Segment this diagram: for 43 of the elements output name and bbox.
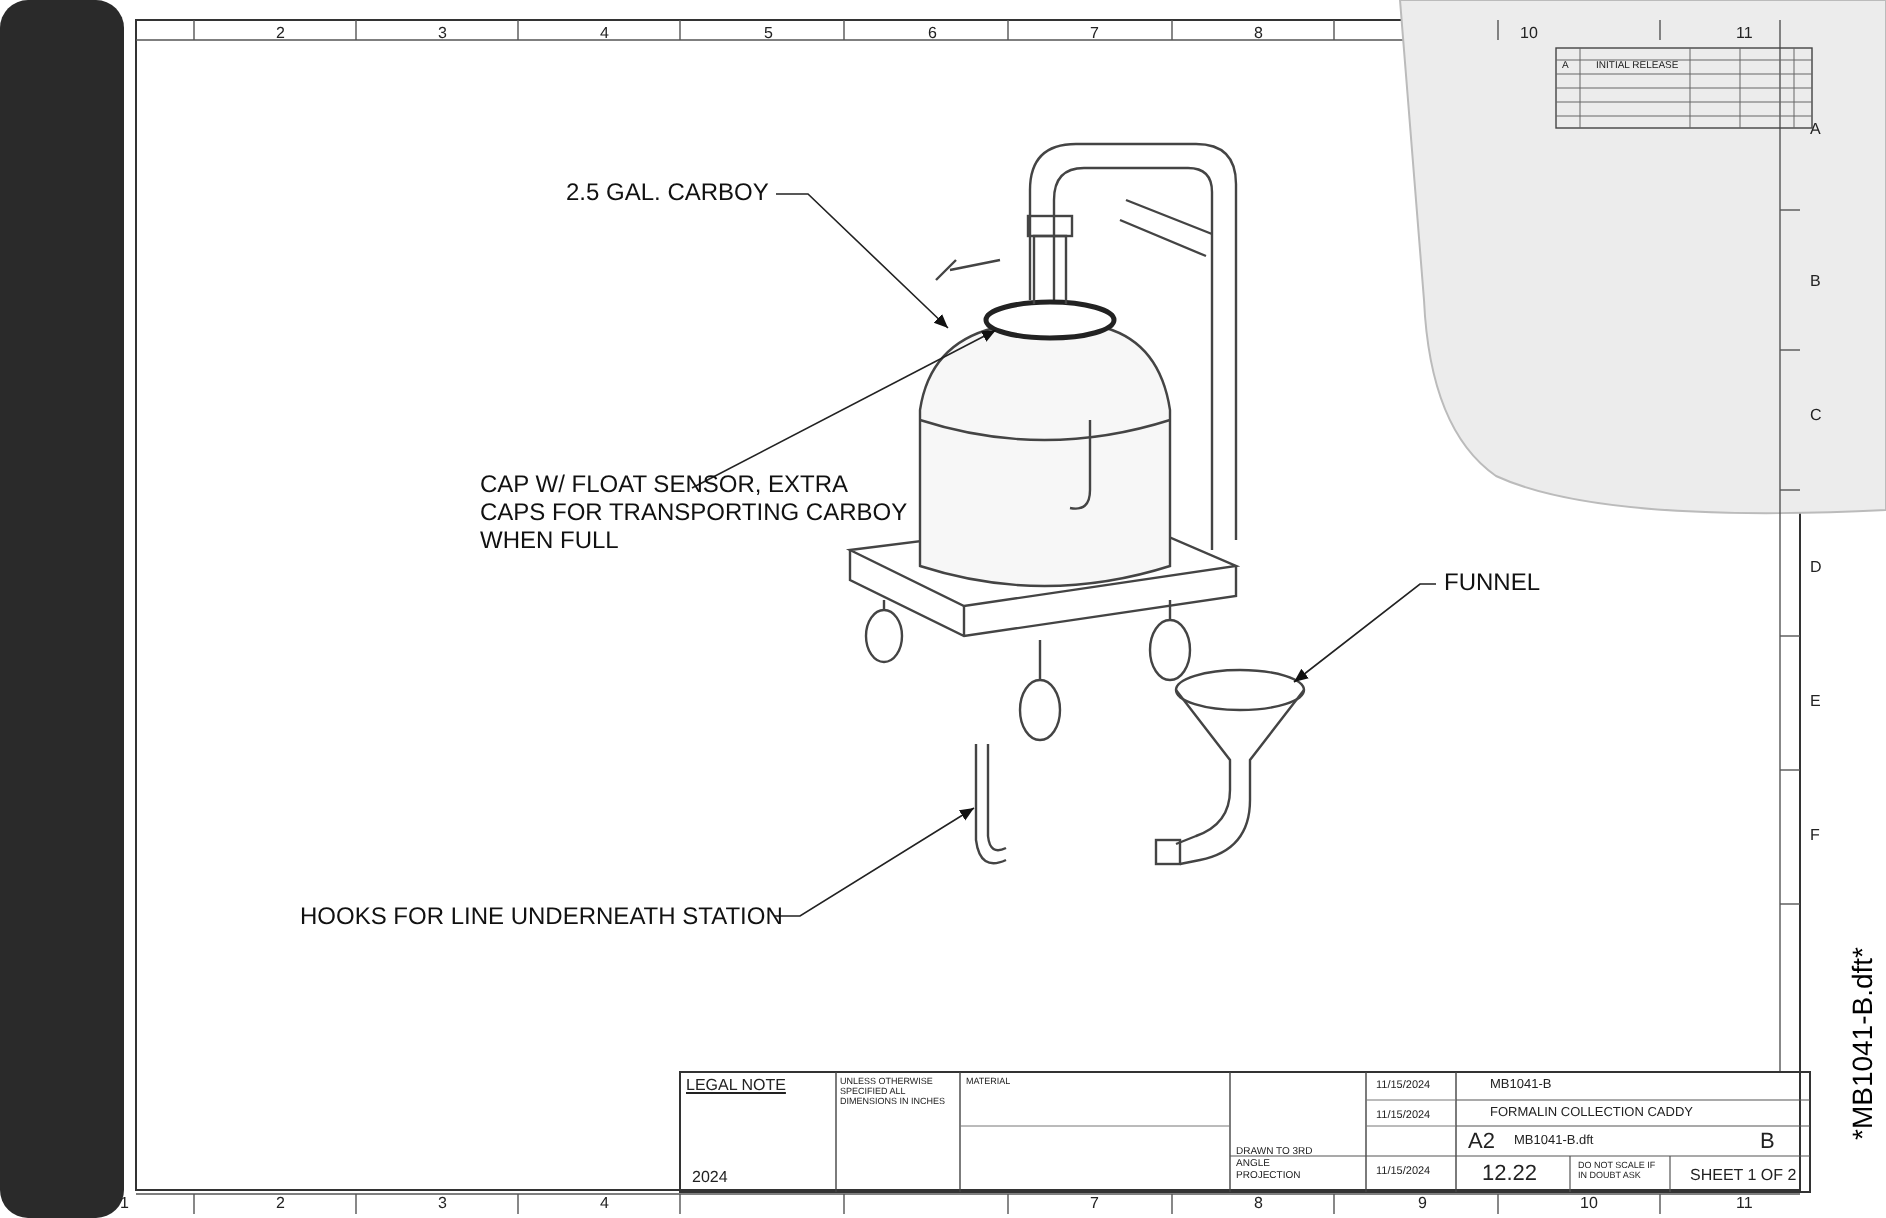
copyright-year: 2024 [692,1168,728,1187]
callout-label: HOOKS FOR LINE UNDERNEATH STATION [300,904,783,932]
zone-number: 11 [1736,24,1753,43]
carboy [918,326,1172,588]
zone-number: 5 [764,24,773,43]
zone-letter: B [1810,272,1821,291]
callout-label: FUNNEL [1444,570,1541,598]
legal-note-heading: LEGAL NOTE [686,1076,786,1095]
zone-number: 7 [1090,1194,1099,1213]
zone-number: 9 [1418,1194,1427,1213]
zone-letter: E [1810,692,1821,711]
zone-number: 2 [276,24,285,43]
zone-number: 7 [1090,24,1099,43]
zone-letter: A [1810,120,1821,139]
funnel [1154,668,1306,866]
sheet-size: A2 [1468,1130,1495,1156]
zone-number: 10 [1580,1194,1598,1213]
revision-letter: B [1760,1130,1775,1156]
carboy-cap [983,214,1117,341]
zone-letter: F [1810,826,1820,845]
zone-number: 1 [120,1194,129,1213]
zone-number: 6 [928,24,937,43]
hook [974,742,1008,865]
zone-letter: C [1810,406,1822,425]
leader-line [1293,583,1437,683]
leader-line [691,329,997,489]
file-name-vertical: *MB1041-B.dft* [1846,947,1879,1140]
zone-number: 11 [1736,1194,1753,1213]
zone-number: 10 [1520,24,1538,43]
sheet-number: SHEET 1 OF 2 [1690,1166,1797,1185]
callout-label: CAP W/ FLOAT SENSOR, EXTRA CAPS FOR TRANSPORTING CARBOY WHEN FULL [480,472,910,555]
leader-line [775,193,949,329]
callout-label: 2.5 GAL. CARBOY [566,180,769,208]
zone-letter: D [1810,558,1822,577]
zone-number: 8 [1254,24,1263,43]
zone-number: 4 [600,1194,609,1213]
zone-number: 3 [438,1194,447,1213]
zone-number: 4 [600,24,609,43]
scale-value: 12.22 [1482,1162,1538,1188]
zone-number: 2 [276,1194,285,1213]
leader-line [773,807,975,917]
zone-number: 3 [438,24,447,43]
zone-number: 8 [1254,1194,1263,1213]
